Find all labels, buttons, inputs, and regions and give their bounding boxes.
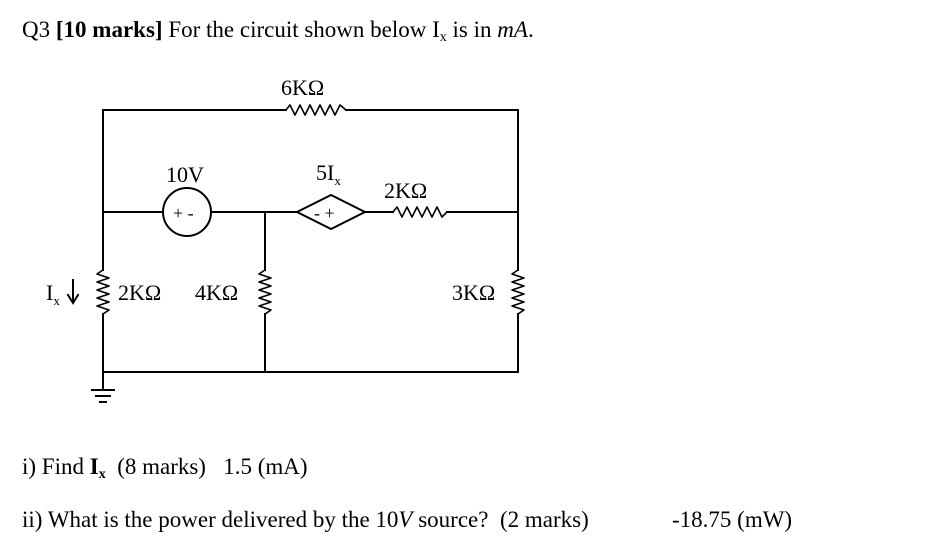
- question-number: Q3: [22, 17, 51, 42]
- part-2-answer: -18.75 (mW): [672, 507, 793, 532]
- part-2-source-unit: V: [398, 507, 413, 532]
- part-2-text-end: source?: [412, 507, 489, 532]
- label-2k-mid: 2KΩ: [384, 178, 427, 203]
- part-1-marks: (8 marks): [117, 454, 206, 479]
- part-1-label: i) Find: [22, 454, 90, 479]
- voltage-source-sign: + -: [173, 203, 194, 223]
- part-2: ii) What is the power delivered by the 1…: [22, 508, 589, 531]
- label-2k-left: 2KΩ: [118, 280, 161, 305]
- resistor-3k: [511, 268, 525, 316]
- ground-icon: [91, 389, 115, 403]
- dependent-source: [294, 193, 368, 231]
- label-ix: Ix: [46, 280, 60, 308]
- question-text-mid: is in: [446, 17, 498, 42]
- voltage-source-10v: [162, 187, 212, 237]
- part-1-var-sub: x: [98, 467, 106, 482]
- question-text: For the circuit shown below I: [168, 17, 440, 42]
- dep-source-sign: - +: [314, 203, 335, 223]
- resistor-6k: [284, 104, 348, 116]
- question-text-sub: x: [439, 30, 447, 45]
- part-2-source: 10: [375, 507, 399, 532]
- dep-source-sub: x: [334, 173, 341, 188]
- resistor-2k-mid: [391, 206, 449, 218]
- label-6k: 6KΩ: [281, 75, 324, 100]
- ix-sub: x: [53, 293, 60, 308]
- label-4k: 4KΩ: [195, 280, 238, 305]
- part-2-text: ii) What is the power delivered by the: [22, 507, 376, 532]
- part-1-answer: 1.5 (mA): [223, 454, 308, 479]
- part-1: i) Find Ix (8 marks) 1.5 (mA): [22, 455, 308, 482]
- ix-value: I: [46, 280, 53, 305]
- dep-source-value: 5I: [316, 160, 334, 185]
- question-text-end: .: [527, 17, 534, 42]
- label-3k: 3KΩ: [452, 280, 495, 305]
- current-arrow-icon: [66, 279, 80, 305]
- question-title: Q3 [10 marks] For the circuit shown belo…: [22, 18, 534, 45]
- question-marks: [10 marks]: [55, 17, 163, 42]
- part-2-marks: (2 marks): [499, 507, 589, 532]
- label-10v: 10V: [166, 162, 204, 187]
- resistor-2k-left: [96, 268, 110, 316]
- resistor-4k: [258, 268, 272, 316]
- question-unit: mA: [497, 17, 528, 42]
- label-dep-source: 5Ix: [316, 160, 341, 188]
- part-1-var: I: [89, 454, 99, 479]
